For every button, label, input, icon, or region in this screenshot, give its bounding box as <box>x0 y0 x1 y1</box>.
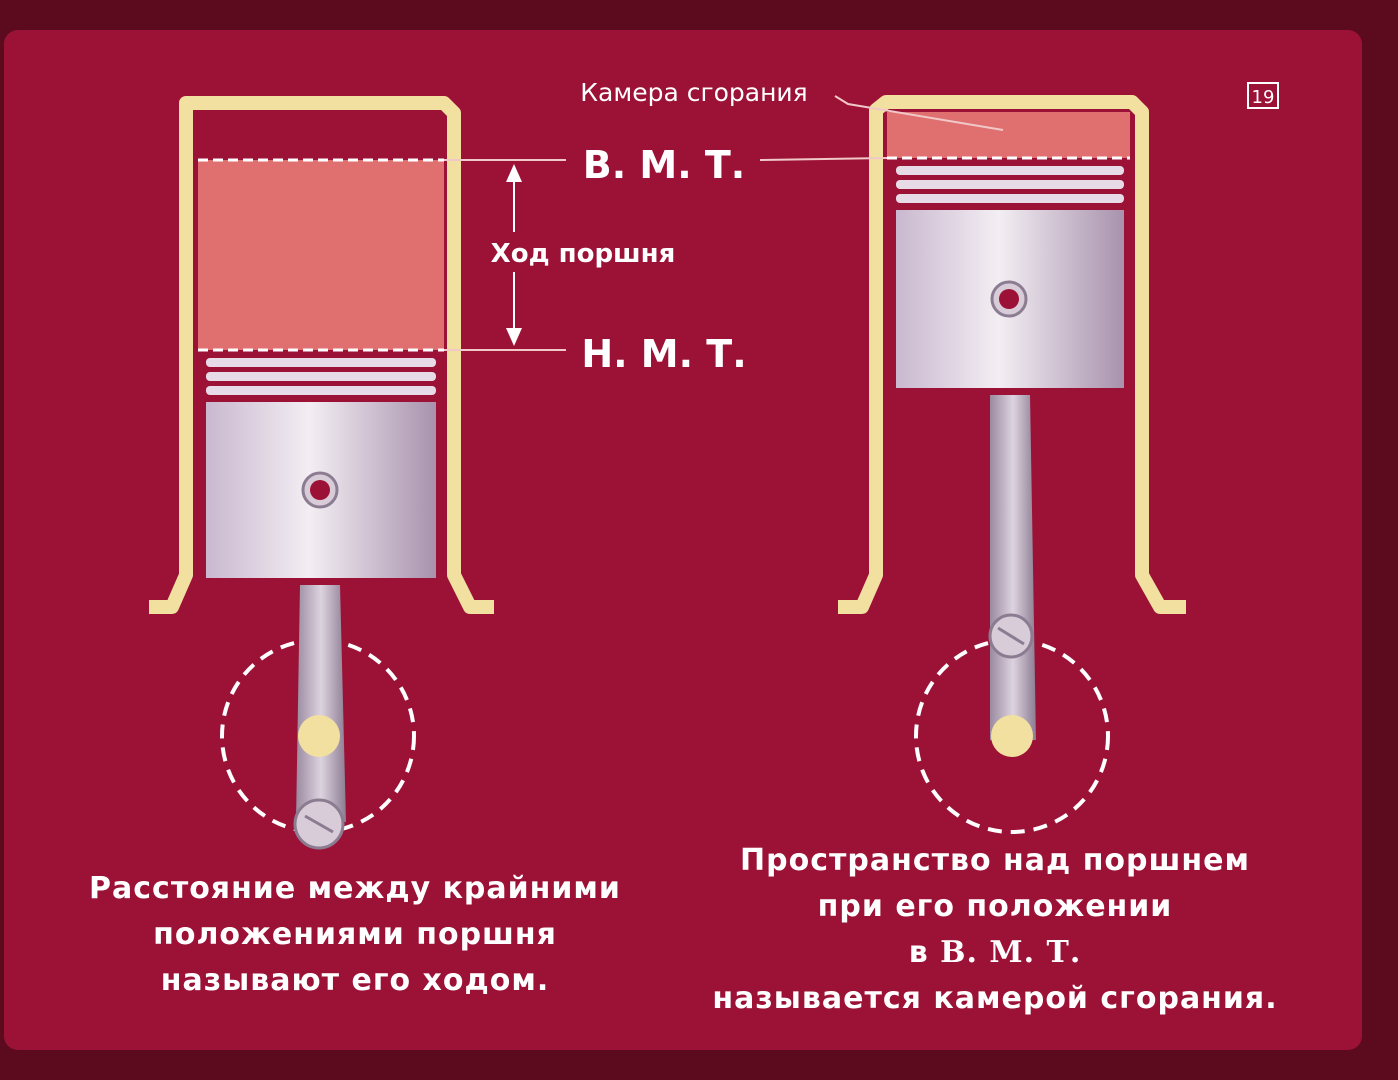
left-crankshaft-journal <box>298 715 340 757</box>
left-caption-line-1: Расстояние между крайними <box>89 871 621 906</box>
bdc-label: Н. М. Т. <box>581 332 746 376</box>
right-caption-prefix: в <box>908 935 929 970</box>
right-cylinder-assembly <box>838 95 1186 834</box>
stroke-label: Ход поршня <box>491 239 676 269</box>
right-cylinder-wall <box>838 95 1186 614</box>
annotation-lines <box>444 95 1004 351</box>
chamber-leader <box>834 95 1004 131</box>
right-crankshaft-journal <box>991 715 1033 757</box>
right-caption-tdc: В. М. Т. <box>940 935 1082 970</box>
right-caption-line-2: при его положении <box>817 889 1173 924</box>
left-connecting-rod <box>296 585 346 822</box>
tdc-leader-right <box>759 157 888 161</box>
left-piston-rings <box>206 358 436 395</box>
right-connecting-rod <box>990 395 1036 740</box>
tdc-label: В. М. Т. <box>583 143 745 187</box>
left-caption: Расстояние между крайними положениями по… <box>40 866 670 1004</box>
left-cylinder-assembly <box>149 96 494 850</box>
left-caption-line-3: называют его ходом. <box>160 963 550 998</box>
left-cylinder-wall <box>149 96 494 614</box>
right-caption-line-4: называется камерой сгорания. <box>712 981 1278 1016</box>
left-caption-line-2: положениями поршня <box>153 917 557 952</box>
combustion-chamber-label: Камера сгорания <box>580 78 807 107</box>
right-caption: Пространство над поршнем при его положен… <box>680 838 1310 1022</box>
right-caption-line-1: Пространство над поршнем <box>740 843 1250 878</box>
right-crank-circle <box>914 638 1110 834</box>
slide-number-box <box>1247 82 1279 109</box>
combustion-chamber-volume <box>887 112 1130 158</box>
right-piston-rings <box>896 166 1124 203</box>
stroke-volume <box>198 160 444 350</box>
slide-number: 19 <box>1252 87 1275 108</box>
right-caption-line-3: в В. М. Т. <box>680 930 1310 976</box>
